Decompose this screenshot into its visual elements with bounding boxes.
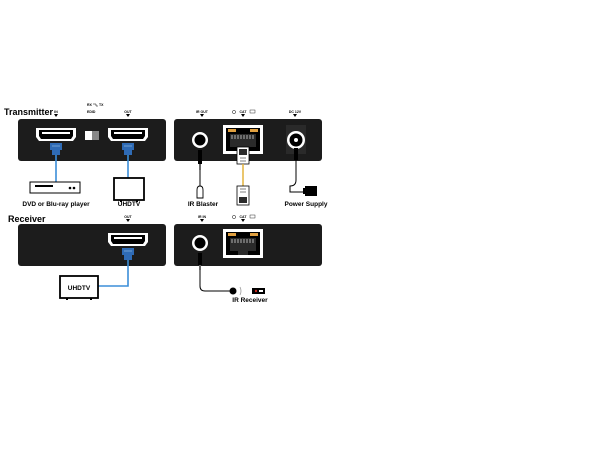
receiver-title: Receiver xyxy=(8,214,46,224)
ir-receiver-cable xyxy=(198,253,230,292)
tx-label: TX xyxy=(99,103,104,107)
ir-out-arrow-icon xyxy=(200,114,204,117)
ir-out-label: IR OUT xyxy=(196,110,209,114)
ir-receiver-label: IR Receiver xyxy=(232,297,268,304)
rx-hdmi-out-port-icon xyxy=(108,233,148,246)
transmitter-title: Transmitter xyxy=(4,107,54,117)
rx-out-label: OUT xyxy=(124,215,132,219)
uhdtv-rx-label: UHDTV xyxy=(68,285,91,292)
edid-label: EDID xyxy=(87,110,96,114)
cat-arrow-icon xyxy=(241,114,245,117)
tv-receiver-icon xyxy=(59,275,99,300)
tv-transmitter-icon xyxy=(113,177,145,202)
receiver-back-panel: IR IN CAT xyxy=(174,214,322,266)
cat-label: CAT xyxy=(240,110,248,114)
receiver-front-panel: OUT xyxy=(18,215,166,266)
rx-rj45-port-icon xyxy=(223,229,263,258)
hdmi-out-port-icon xyxy=(108,128,148,141)
rx-cat-status-icon xyxy=(249,214,256,219)
cat-link-led-icon xyxy=(232,110,236,114)
rx-out-arrow-icon xyxy=(126,219,130,222)
edid-switch xyxy=(85,131,99,140)
dc-power-jack-icon xyxy=(286,125,306,154)
cat-cable-plug-bottom-icon xyxy=(236,185,250,206)
dvd-player-icon xyxy=(29,181,81,194)
out-arrow-icon xyxy=(126,114,130,117)
in-label: IN xyxy=(54,110,58,114)
hdmi-out-plug-icon xyxy=(122,143,134,155)
out-label: OUT xyxy=(124,110,132,114)
hdmi-in-port-icon xyxy=(36,128,76,141)
ir-blaster-cable xyxy=(198,150,202,187)
ir-receiver-icon xyxy=(229,286,265,296)
cat-cable-plug-top-icon xyxy=(236,146,250,165)
hdmi-in-plug-icon xyxy=(50,143,62,155)
power-cable xyxy=(289,148,305,193)
uhdtv-tx-label: UHDTV xyxy=(118,201,141,208)
edid-switch-guide-icon xyxy=(93,103,98,107)
ir-in-label: IR IN xyxy=(198,215,206,219)
ir-blaster-label: IR Blaster xyxy=(188,201,219,208)
rj45-port-icon xyxy=(223,125,263,154)
rx-hdmi-plug-icon xyxy=(122,248,134,260)
power-supply-label: Power Supply xyxy=(285,201,328,208)
rx-cat-label: CAT xyxy=(240,215,248,219)
ir-blaster-icon xyxy=(196,185,204,199)
player-label: DVD or Blu-ray player xyxy=(22,201,90,208)
rx-label: RX xyxy=(87,103,93,107)
transmitter-front-panel: IN RX EDID TX OUT xyxy=(18,103,166,161)
rx-hdmi-cable xyxy=(98,260,129,287)
dc-arrow-icon xyxy=(293,114,297,117)
cat-status-icon xyxy=(249,109,256,114)
in-arrow-icon xyxy=(54,114,58,117)
ir-in-arrow-icon xyxy=(200,219,204,222)
rx-cat-link-led-icon xyxy=(232,215,236,219)
power-supply-icon xyxy=(303,186,317,196)
rx-cat-arrow-icon xyxy=(241,219,245,222)
transmitter-back-panel: IR OUT CAT DC 12V xyxy=(174,109,322,161)
dc-label: DC 12V xyxy=(289,110,302,114)
